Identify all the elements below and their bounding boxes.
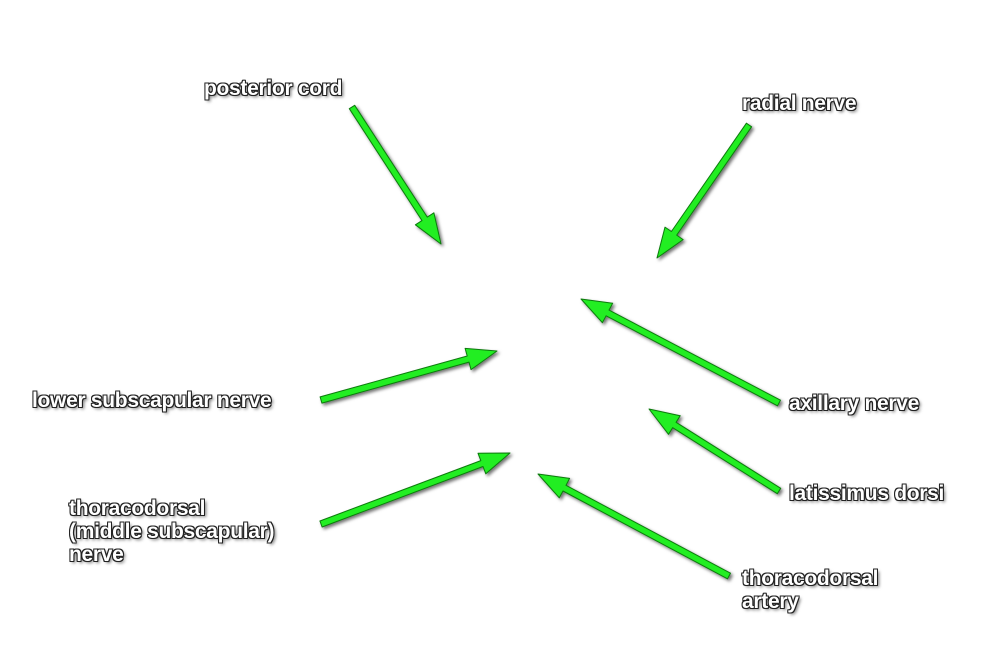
label-thoracodorsal-nerve: thoracodorsal (middle subscapular) nerve	[69, 497, 275, 566]
arrow-latissimus-dorsi	[648, 408, 782, 495]
arrow-thoracodorsal-nerve	[319, 452, 511, 528]
arrow-radial-nerve	[656, 122, 753, 259]
arrow-lower-subscapular-nerve	[319, 347, 498, 404]
label-posterior-cord: posterior cord	[204, 77, 343, 100]
label-line: thoracodorsal	[742, 567, 879, 590]
label-line: (middle subscapular)	[69, 520, 275, 543]
label-thoracodorsal-artery: thoracodorsal artery	[742, 567, 878, 613]
label-radial-nerve: radial nerve	[742, 92, 857, 115]
label-line: thoracodorsal	[69, 497, 206, 520]
label-lower-subscapular-nerve: lower subscapular nerve	[32, 389, 272, 412]
label-line: nerve	[69, 543, 124, 566]
arrow-axillary-nerve	[580, 298, 781, 407]
label-latissimus-dorsi: latissimus dorsi	[789, 482, 945, 505]
label-line: artery	[742, 590, 799, 613]
arrow-posterior-cord	[348, 104, 442, 245]
arrow-thoracodorsal-artery	[537, 473, 731, 580]
label-axillary-nerve: axillary nerve	[789, 392, 920, 415]
